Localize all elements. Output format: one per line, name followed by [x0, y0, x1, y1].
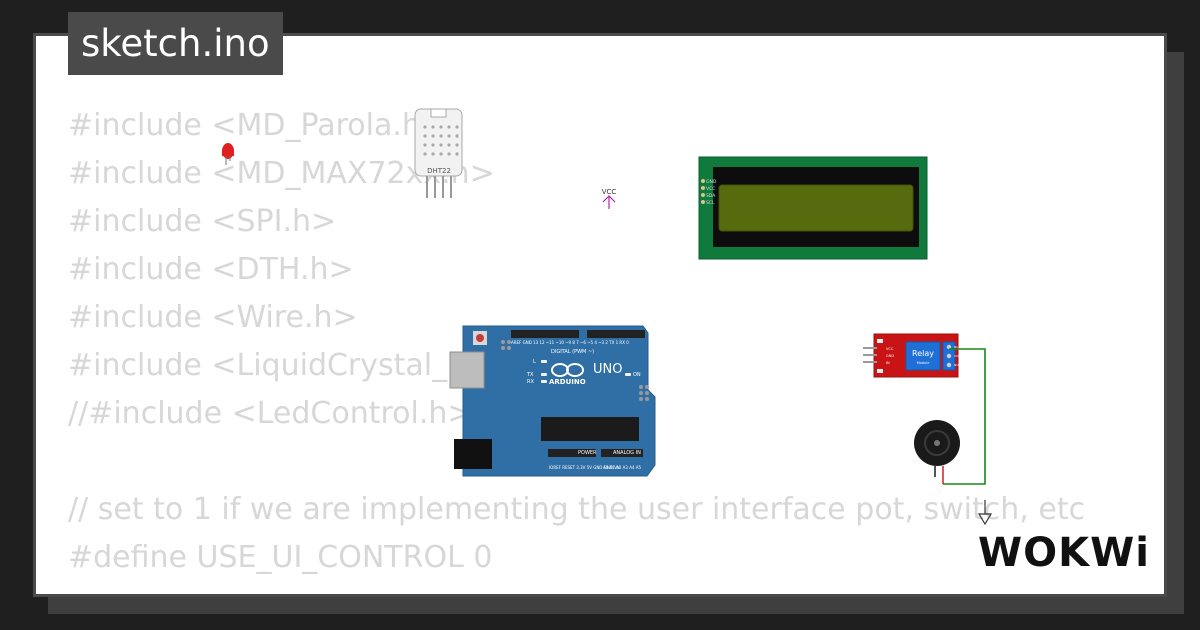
vcc-label: VCC	[602, 188, 617, 196]
arduino-digital-label: DIGITAL (PWM ~)	[551, 349, 594, 355]
arduino-rx-label: RX	[527, 379, 534, 385]
relay-terminal-label: NO	[954, 363, 959, 367]
vcc-power-icon[interactable]: VCC	[602, 188, 617, 209]
code-line: //#include <LedControl.h>	[68, 396, 473, 431]
lcd-pin-label: SDA	[706, 193, 716, 199]
arduino-l-label: L	[533, 359, 536, 365]
wokwi-logo-text: WOKWi	[978, 530, 1148, 576]
wokwi-logo: WOKWi	[978, 530, 1148, 576]
relay-label: Relay	[912, 349, 934, 358]
arduino-tx-label: TX	[526, 372, 534, 378]
circuit-diagram: DHT22 VCC	[222, 108, 993, 526]
relay-pin-label: GND	[886, 354, 894, 358]
project-card: #include <MD_Parola.h> #include <MD_MAX7…	[33, 33, 1167, 597]
wire[interactable]	[943, 348, 986, 485]
code-line: #include <SPI.h>	[68, 204, 337, 239]
arduino-power-pins: IOREF RESET 3.3V 5V GND GND Vin	[549, 465, 621, 470]
code-line: #include <DTH.h>	[68, 252, 354, 287]
relay-pin-label: IN	[886, 361, 890, 365]
dht22-sensor[interactable]: DHT22	[414, 108, 463, 198]
lcd-pin-label: SCL	[706, 200, 715, 206]
arduino-model: UNO	[593, 362, 622, 377]
relay-terminal-label: NC	[954, 345, 958, 349]
relay-module[interactable]: Relay Module VCC GND IN NC COM NO	[863, 333, 961, 378]
arduino-infinity-icon	[551, 363, 584, 377]
led-icon[interactable]	[222, 143, 234, 165]
dht22-label: DHT22	[427, 167, 451, 175]
code-line: // set to 1 if we are implementing the u…	[68, 492, 1086, 527]
lcd-pin-label: VCC	[706, 186, 715, 192]
relay-terminal-label: COM	[954, 354, 961, 358]
arduino-pin-row: AREF GND 13 12 ~11 ~10 ~9 8 7 ~6 ~5 4 ~3…	[511, 340, 629, 345]
code-line: #include <MD_Parola.h>	[68, 108, 447, 143]
lcd-display[interactable]: GND VCC SDA SCL	[698, 156, 928, 260]
arduino-power-label: POWER	[578, 450, 597, 456]
arduino-on-label: ON	[633, 372, 641, 378]
arduino-uno-board[interactable]: AREF GND 13 12 ~11 ~10 ~9 8 7 ~6 ~5 4 ~3…	[449, 325, 656, 477]
code-line: #define USE_UI_CONTROL 0	[68, 540, 493, 575]
arduino-analog-label: ANALOG IN	[613, 450, 641, 456]
buzzer-icon[interactable]	[914, 420, 960, 484]
code-line: #include <MD_MAX72xx.h>	[68, 156, 495, 191]
relay-pin-label: VCC	[886, 347, 894, 351]
lcd-pin-label: GND	[706, 179, 717, 185]
code-line: #include <Wire.h>	[68, 300, 358, 335]
file-tab[interactable]: sketch.ino	[68, 12, 283, 75]
ground-icon[interactable]	[977, 500, 993, 526]
relay-sublabel: Module	[917, 361, 930, 365]
arduino-logo-text: ARDUINO	[549, 378, 586, 386]
arduino-analog-pins: A0 A1 A2 A3 A4 A5	[603, 465, 642, 470]
